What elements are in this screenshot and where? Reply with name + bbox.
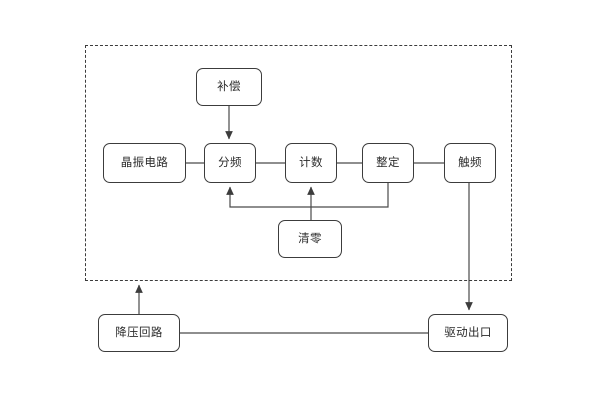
node-jishu[interactable]: 计数 <box>285 143 337 183</box>
node-jingzhen-dianlu-label: 晶振电路 <box>120 155 169 170</box>
node-buchang[interactable]: 补偿 <box>196 68 262 106</box>
node-qingling[interactable]: 清零 <box>278 220 342 258</box>
dashed-enclosure-group <box>85 45 512 281</box>
node-jiangya-huilu[interactable]: 降压回路 <box>98 314 180 352</box>
node-qingling-label: 清零 <box>298 231 322 246</box>
node-jiangya-huilu-label: 降压回路 <box>115 325 163 340</box>
node-jingzhen-dianlu[interactable]: 晶振电路 <box>103 143 186 183</box>
node-qudong-chukou[interactable]: 驱动出口 <box>428 314 508 352</box>
node-jishu-label: 计数 <box>299 155 323 170</box>
node-fenpin[interactable]: 分频 <box>204 143 256 183</box>
node-fenpin-label: 分频 <box>218 155 242 170</box>
node-zhengding[interactable]: 整定 <box>362 143 414 183</box>
node-zhengding-label: 整定 <box>376 155 400 170</box>
connector-e-zhengding-fenpin-fb <box>226 183 389 208</box>
node-qudong-chukou-label: 驱动出口 <box>444 325 492 340</box>
node-chupin-label: 触频 <box>458 155 482 170</box>
node-chupin[interactable]: 触频 <box>444 143 496 183</box>
node-buchang-label: 补偿 <box>217 79 241 94</box>
